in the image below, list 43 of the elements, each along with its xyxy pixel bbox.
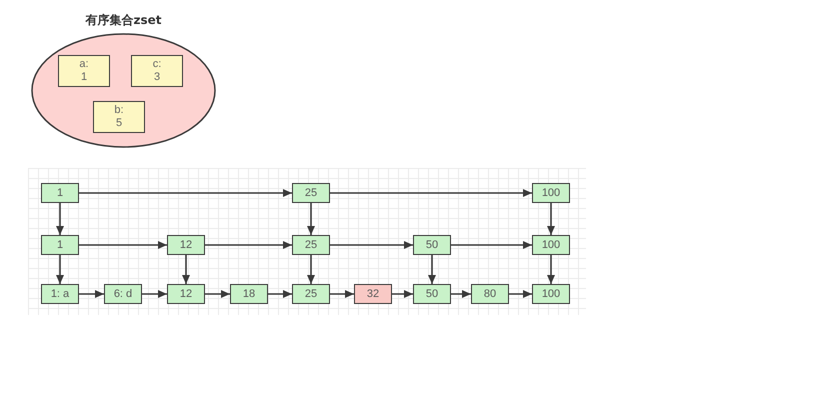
arrow xyxy=(56,203,64,235)
skiplist-node: 25 xyxy=(292,235,330,255)
skiplist-node: 80 xyxy=(471,284,509,304)
skiplist-node: 1: a xyxy=(41,284,79,304)
arrow xyxy=(330,290,354,298)
skiplist-node: 32 xyxy=(354,284,392,304)
skiplist-node: 50 xyxy=(413,235,451,255)
arrow xyxy=(56,255,64,284)
arrow xyxy=(307,255,315,284)
arrow xyxy=(330,189,532,197)
arrow xyxy=(509,290,532,298)
arrow xyxy=(142,290,167,298)
arrow xyxy=(428,255,436,284)
skiplist-node: 100 xyxy=(532,235,570,255)
arrow xyxy=(79,241,167,249)
arrow xyxy=(330,241,413,249)
skiplist-node: 12 xyxy=(167,284,205,304)
skiplist-node: 6: d xyxy=(104,284,142,304)
member-entry: b: 5 xyxy=(93,101,145,133)
member-entry: a: 1 xyxy=(58,55,110,87)
arrow xyxy=(268,290,292,298)
arrow xyxy=(79,290,104,298)
arrow xyxy=(79,189,292,197)
arrow xyxy=(205,290,230,298)
skiplist-node: 1 xyxy=(41,235,79,255)
arrow xyxy=(451,241,532,249)
skiplist-node: 100 xyxy=(532,284,570,304)
arrow xyxy=(182,255,190,284)
skiplist-node: 50 xyxy=(413,284,451,304)
member-entry: c: 3 xyxy=(131,55,183,87)
arrow xyxy=(547,203,555,235)
skiplist-node: 100 xyxy=(532,183,570,203)
arrow xyxy=(392,290,413,298)
skiplist-node: 1 xyxy=(41,183,79,203)
skiplist-node: 12 xyxy=(167,235,205,255)
arrow xyxy=(547,255,555,284)
arrow xyxy=(451,290,471,298)
skiplist-node: 25 xyxy=(292,284,330,304)
skiplist-node: 25 xyxy=(292,183,330,203)
arrow xyxy=(307,203,315,235)
arrow xyxy=(205,241,292,249)
skiplist-node: 18 xyxy=(230,284,268,304)
set-title: 有序集合zset xyxy=(85,12,162,28)
